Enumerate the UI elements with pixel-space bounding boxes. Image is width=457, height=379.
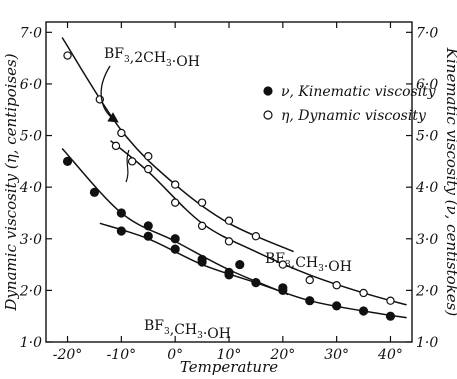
annotation-connector	[125, 149, 130, 183]
data-point-dynamic	[170, 180, 180, 189]
curves	[61, 37, 407, 319]
data-point-dynamic	[224, 216, 234, 225]
x-tick-label: 20°	[269, 347, 295, 363]
data-point-kinematic	[116, 208, 126, 218]
compound-subscript: 3	[164, 327, 170, 337]
data-point-dynamic	[332, 281, 341, 290]
data-point-kinematic	[197, 257, 207, 267]
x-axis-label: Temperature	[180, 358, 278, 376]
plot-frame	[45, 21, 413, 343]
data-point-kinematic	[143, 231, 153, 241]
data-point-kinematic	[251, 278, 261, 288]
y-tick-label-right: 5·0	[416, 129, 438, 145]
x-tick-label: -10°	[107, 347, 137, 363]
compound-text: ·OH	[172, 54, 200, 70]
compound-text: BF	[144, 318, 164, 334]
x-tick-label: 30°	[324, 347, 349, 363]
legend-marker	[263, 110, 273, 120]
legend-symbol: η	[281, 108, 290, 124]
compound-label: BF3,CH3·OH	[144, 318, 231, 342]
compound-text: ,CH	[291, 255, 318, 271]
y-tick-label-left: 5·0	[20, 129, 42, 145]
data-point-dynamic	[197, 198, 207, 207]
points	[62, 51, 396, 321]
legend-text: , Dynamic viscosity	[289, 108, 427, 124]
legend-label: η, Dynamic viscosity	[281, 108, 427, 124]
y-tick-label-left: 2·0	[19, 283, 42, 299]
y-tick-label-left: 6·0	[20, 77, 42, 93]
data-point-dynamic	[224, 237, 234, 246]
compound-text: BF	[265, 251, 285, 267]
compound-subscript: 3	[124, 55, 130, 65]
compound-text: ,CH	[170, 322, 197, 338]
compound-text: BF	[104, 46, 124, 62]
y-tick-label-right: 6·0	[416, 77, 438, 93]
y-tick-label-right: 3·0	[416, 232, 438, 248]
y-tick-label-right: 7·0	[416, 25, 438, 41]
data-point-dynamic	[144, 151, 153, 161]
data-point-kinematic	[89, 187, 100, 197]
compound-label: BF3,2CH3·OH	[104, 46, 200, 70]
data-point-dynamic	[386, 296, 395, 305]
data-point-kinematic	[385, 311, 396, 321]
series-curve	[61, 147, 289, 296]
legend-label: ν, Kinematic viscosity	[281, 84, 437, 100]
data-point-dynamic	[251, 231, 261, 241]
data-point-dynamic	[359, 288, 368, 298]
data-point-dynamic	[63, 51, 72, 60]
compound-subscript: 3	[285, 260, 291, 270]
x-tick-label: 10°	[217, 347, 242, 363]
data-point-dynamic	[144, 164, 153, 174]
compound-text: ,2CH	[130, 50, 166, 66]
compound-subscript: 3	[197, 331, 203, 341]
y-tick-label-left: 7·0	[20, 25, 42, 41]
legend-text: , Kinematic viscosity	[290, 84, 437, 100]
legend-symbol: ν	[281, 84, 290, 100]
labels: -20° -10° 0° 10° 20° 30° 40° 1·0 1·0 2·0 2·0 3·0 3·0…	[2, 25, 457, 376]
axes	[45, 21, 413, 343]
data-point-dynamic	[170, 198, 180, 207]
y-tick-label-left: 1·0	[20, 335, 42, 351]
data-point-kinematic	[170, 234, 180, 244]
compound-subscript: 3	[166, 59, 172, 69]
data-point-dynamic	[127, 157, 137, 166]
legend-marker	[263, 86, 273, 96]
x-tick-label: 0°	[167, 347, 183, 363]
data-point-dynamic	[117, 128, 126, 138]
data-point-kinematic	[332, 301, 342, 311]
y-tick-label-right: 1·0	[416, 335, 438, 351]
y-tick-label-right: 4·0	[415, 180, 438, 196]
data-point-kinematic	[170, 244, 180, 254]
y-tick-label-left: 4·0	[19, 180, 42, 196]
compound-text: ·OH	[324, 259, 352, 275]
data-point-kinematic	[116, 226, 126, 236]
y-axis-label-left: Dynamic viscosity (η, centipoises)	[2, 53, 20, 311]
compound-label: BF3,CH3·OH	[265, 251, 352, 275]
data-point-kinematic	[235, 259, 245, 270]
data-point-kinematic	[358, 306, 369, 316]
compound-text: ·OH	[203, 326, 231, 342]
data-point-kinematic	[62, 156, 73, 166]
y-tick-label-left: 3·0	[20, 232, 42, 248]
x-tick-label: 40°	[377, 347, 403, 363]
data-point-kinematic	[143, 221, 153, 231]
data-point-kinematic	[224, 270, 234, 280]
x-tick-label: -20°	[53, 347, 83, 363]
data-point-dynamic	[305, 275, 314, 285]
y-tick-label-right: 2·0	[415, 283, 438, 299]
annotation-arrowhead	[107, 112, 119, 123]
data-point-dynamic	[278, 260, 288, 269]
data-point-dynamic	[197, 221, 207, 231]
y-axis-label-right: Kinematic viscosity (ν, centistokes)	[443, 47, 457, 317]
data-point-kinematic	[278, 283, 288, 293]
compound-subscript: 3	[318, 264, 324, 274]
data-point-dynamic	[111, 141, 121, 151]
data-point-kinematic	[305, 296, 315, 306]
